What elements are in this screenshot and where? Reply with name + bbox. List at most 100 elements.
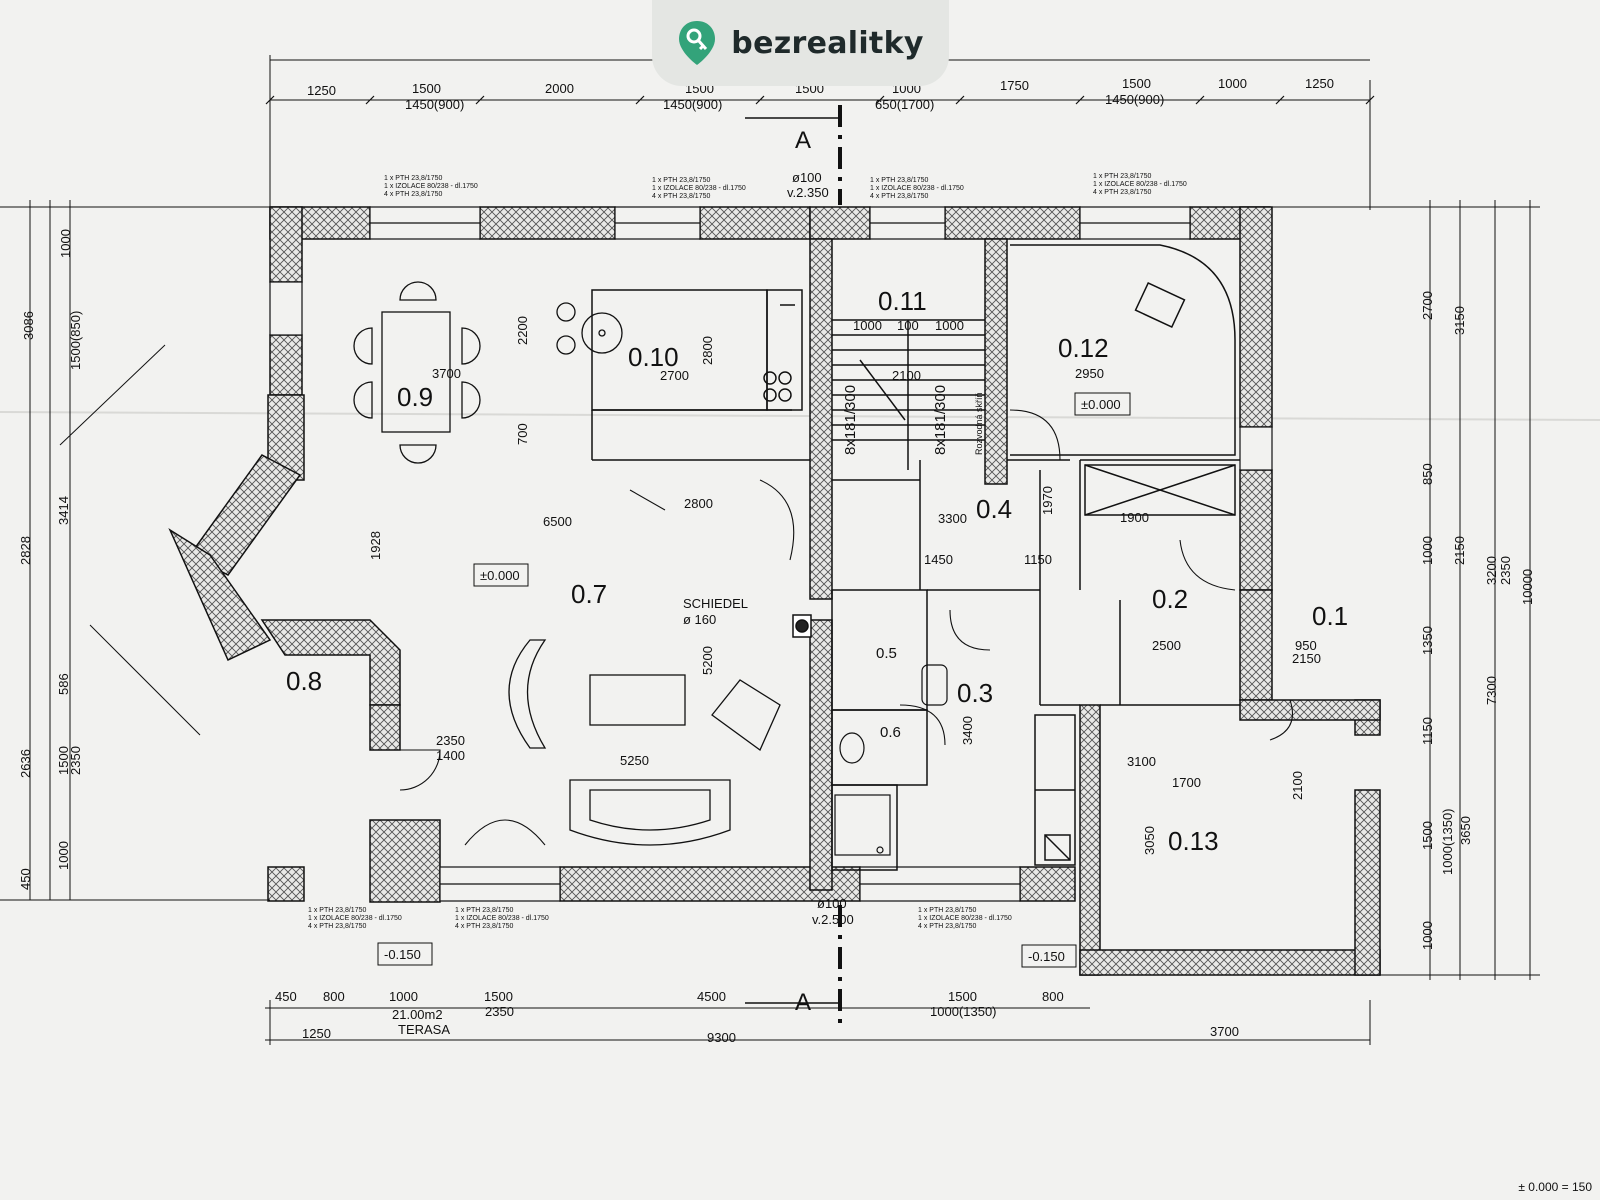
dim-right-2: 3150 <box>1452 306 1467 335</box>
brand-name: bezrealitky <box>731 25 924 61</box>
lintel-4c: 4 x PTH 23,8/1750 <box>1093 189 1151 196</box>
dim-left-8: 2350 <box>68 746 83 775</box>
room-0-9-label: 0.9 <box>397 382 433 412</box>
left-dimensions: 1000 1500(850) 3086 3414 2828 586 1500 2… <box>18 229 83 890</box>
dim-inner-2: 2700 <box>660 368 689 383</box>
dim-inner-17: 2350 <box>436 733 465 748</box>
level-main: ±0.000 <box>480 568 520 583</box>
room-labels: 0.9 0.10 0.11 0.12 0.7 0.4 0.2 0.1 0.8 0… <box>286 286 1348 856</box>
section-line <box>745 105 842 1030</box>
lintel-3a: 1 x PTH 23,8/1750 <box>870 177 928 184</box>
dim-left-9: 2636 <box>18 749 33 778</box>
level-ext-left: -0.150 <box>384 947 421 962</box>
room-0-5-label: 0.5 <box>876 645 897 662</box>
room-0-7-label: 0.7 <box>571 579 607 609</box>
dim-bot2-3: 9300 <box>707 1030 736 1045</box>
lintel-5a: 1 x PTH 23,8/1750 <box>308 907 366 914</box>
dim-right-8: 1350 <box>1420 626 1435 655</box>
dim-inner-7: 3300 <box>938 511 967 526</box>
dim-inner-11: 1700 <box>1172 775 1201 790</box>
lintel-2a: 1 x PTH 23,8/1750 <box>652 177 710 184</box>
room-0-13-label: 0.13 <box>1168 826 1219 856</box>
dimension-lines <box>0 55 1540 1045</box>
doors <box>399 409 1294 846</box>
dim-right-9: 7300 <box>1484 676 1499 705</box>
dim-right-15: 1000 <box>1420 921 1435 950</box>
dim-inner-1: 3700 <box>432 366 461 381</box>
dim-top2-2: 1450(900) <box>663 97 722 112</box>
dim-bot-1: 450 <box>275 989 297 1004</box>
dim-inner-27: 3400 <box>960 716 975 745</box>
map-pin-key-icon <box>679 21 716 65</box>
lintel-6c: 4 x PTH 23,8/1750 <box>455 923 513 930</box>
lintel-6b: 1 x IZOLACE 80/238 - dl.1750 <box>455 915 549 922</box>
dim-inner-16: 1150 <box>1024 552 1052 567</box>
lintel-3b: 1 x IZOLACE 80/238 - dl.1750 <box>870 185 964 192</box>
walls <box>168 206 1381 976</box>
dim-inner-14: 2150 <box>1292 651 1321 666</box>
pipe-bottom-level: v.2.500 <box>812 912 854 927</box>
dim-right-3: 850 <box>1420 463 1435 485</box>
dim-inner-15: 1450 <box>924 552 953 567</box>
dim-bot-3: 1000 <box>389 989 418 1004</box>
chimney-name: SCHIEDEL <box>683 596 748 611</box>
dim-inner-30: 2100 <box>1290 771 1305 800</box>
room-0-12-label: 0.12 <box>1058 333 1109 363</box>
dining-set <box>353 281 481 464</box>
lintel-4b: 1 x IZOLACE 80/238 - dl.1750 <box>1093 181 1187 188</box>
dim-bot-5: 4500 <box>697 989 726 1004</box>
inner-dimensions: 3700 2700 2100 2950 6500 2800 3300 1900 … <box>368 316 1321 855</box>
living-furniture <box>508 639 781 846</box>
dim-inner-23: 2800 <box>700 336 715 365</box>
dim-inner-24: 700 <box>515 423 530 445</box>
dim-left-11: 450 <box>18 868 33 890</box>
room-0-3-label: 0.3 <box>957 678 993 708</box>
dim-bot2-2: 2350 <box>485 1004 514 1019</box>
lintel-4a: 1 x PTH 23,8/1750 <box>1093 173 1151 180</box>
dim-right-12: 1500 <box>1420 821 1435 850</box>
dim-top-7: 1750 <box>1000 78 1029 93</box>
dim-inner-20: 100 <box>897 318 919 333</box>
room-0-10-label: 0.10 <box>628 342 679 372</box>
brand-banner[interactable]: bezrealitky <box>652 0 949 86</box>
dim-top-9: 1000 <box>1218 76 1247 91</box>
lintel-7b: 1 x IZOLACE 80/238 - dl.1750 <box>918 915 1012 922</box>
lintel-notes: 1 x PTH 23,8/1750 1 x IZOLACE 80/238 - d… <box>308 173 1187 930</box>
room-0-4-label: 0.4 <box>976 494 1012 524</box>
dim-right-11: 1150 <box>1420 717 1435 745</box>
dim-inner-25: 1928 <box>368 531 383 560</box>
dim-inner-18: 1400 <box>436 748 465 763</box>
terrace-area: 21.00m2 <box>392 1007 443 1022</box>
pipe-bottom: ø100 <box>817 896 847 911</box>
pipe-top: ø100 <box>792 170 822 185</box>
dim-top-3: 2000 <box>545 81 574 96</box>
dim-inner-29: 3050 <box>1142 826 1157 855</box>
cabinet-note: Rozvodná skříň <box>974 392 984 455</box>
dim-inner-28: 1970 <box>1040 486 1055 515</box>
lintel-5c: 4 x PTH 23,8/1750 <box>308 923 366 930</box>
level-room12: ±0.000 <box>1081 397 1121 412</box>
lintel-7a: 1 x PTH 23,8/1750 <box>918 907 976 914</box>
dim-inner-22: 2200 <box>515 316 530 345</box>
room-0-8-label: 0.8 <box>286 666 322 696</box>
lintel-1b: 1 x IZOLACE 80/238 - dl.1750 <box>384 183 478 190</box>
dim-top-8: 1500 <box>1122 76 1151 91</box>
dim-bot-4: 1500 <box>484 989 513 1004</box>
lintel-6a: 1 x PTH 23,8/1750 <box>455 907 513 914</box>
dim-left-1: 1000 <box>58 229 73 258</box>
dim-left-4: 3414 <box>56 496 71 525</box>
lintel-1c: 4 x PTH 23,8/1750 <box>384 191 442 198</box>
lintel-5b: 1 x IZOLACE 80/238 - dl.1750 <box>308 915 402 922</box>
plan-notes: SCHIEDEL ø 160 ø100 v.2.350 ø100 v.2.500… <box>683 170 984 927</box>
windows <box>269 206 1273 902</box>
dim-inner-6: 2800 <box>684 496 713 511</box>
room-0-1-label: 0.1 <box>1312 601 1348 631</box>
dim-left-7: 1500 <box>56 746 71 775</box>
room-0-6-label: 0.6 <box>880 724 901 741</box>
section-marker-bottom: A <box>795 989 811 1016</box>
dim-bot2-4: 1000(1350) <box>930 1004 997 1019</box>
dim-inner-13: 950 <box>1295 638 1317 653</box>
lintel-2c: 4 x PTH 23,8/1750 <box>652 193 710 200</box>
chimney-size: ø 160 <box>683 612 716 627</box>
dim-left-5: 2828 <box>18 536 33 565</box>
